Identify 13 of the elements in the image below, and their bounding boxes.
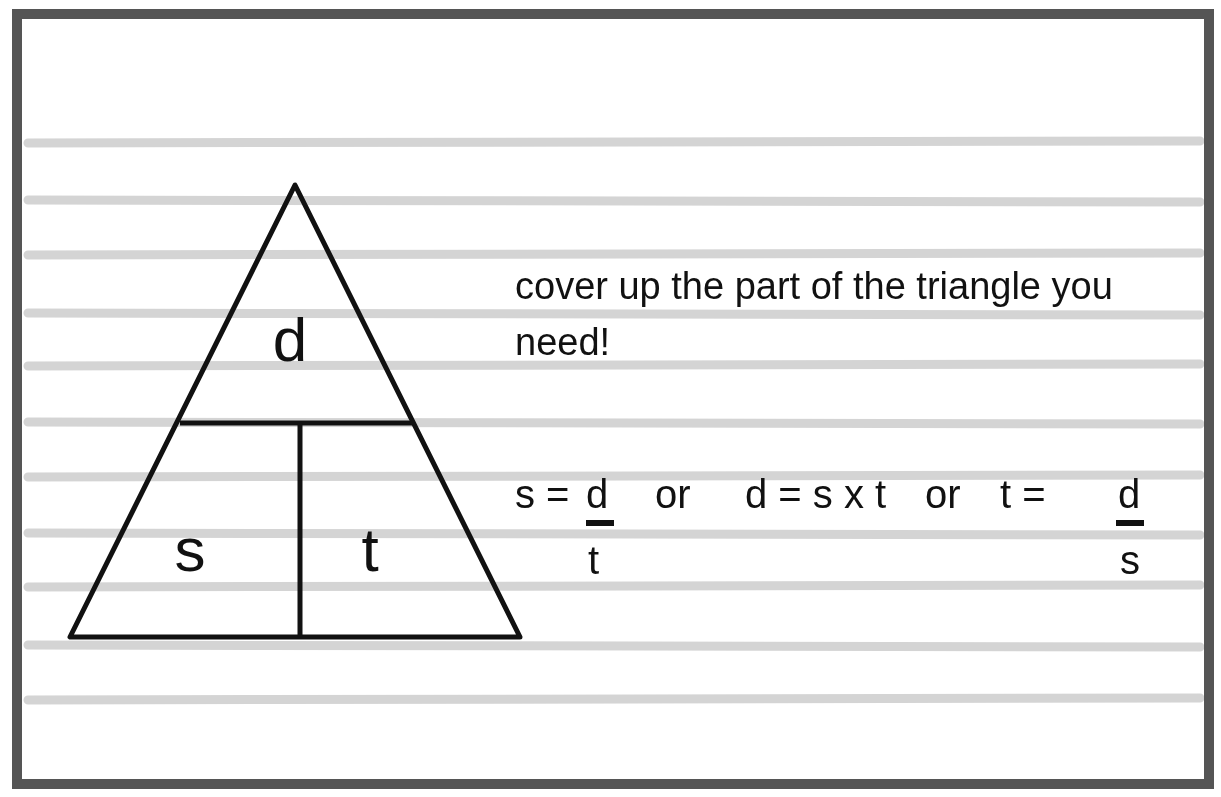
- equation-text: s: [1120, 538, 1140, 582]
- equation-text: d: [586, 472, 609, 516]
- instruction-text: cover up the part of the triangle you need!: [515, 264, 1114, 365]
- equation-text: d = s x t: [745, 472, 887, 516]
- equation-text: s =: [515, 472, 570, 516]
- triangle-letter: t: [361, 519, 379, 581]
- equation-text: or: [655, 472, 691, 516]
- equation-text: or: [925, 472, 961, 516]
- equation-text: t =: [1000, 472, 1046, 516]
- triangle-letter: s: [174, 519, 206, 581]
- triangle-letter: d: [272, 309, 308, 371]
- equation-text: t: [588, 538, 600, 582]
- equation-text: d: [1118, 472, 1141, 516]
